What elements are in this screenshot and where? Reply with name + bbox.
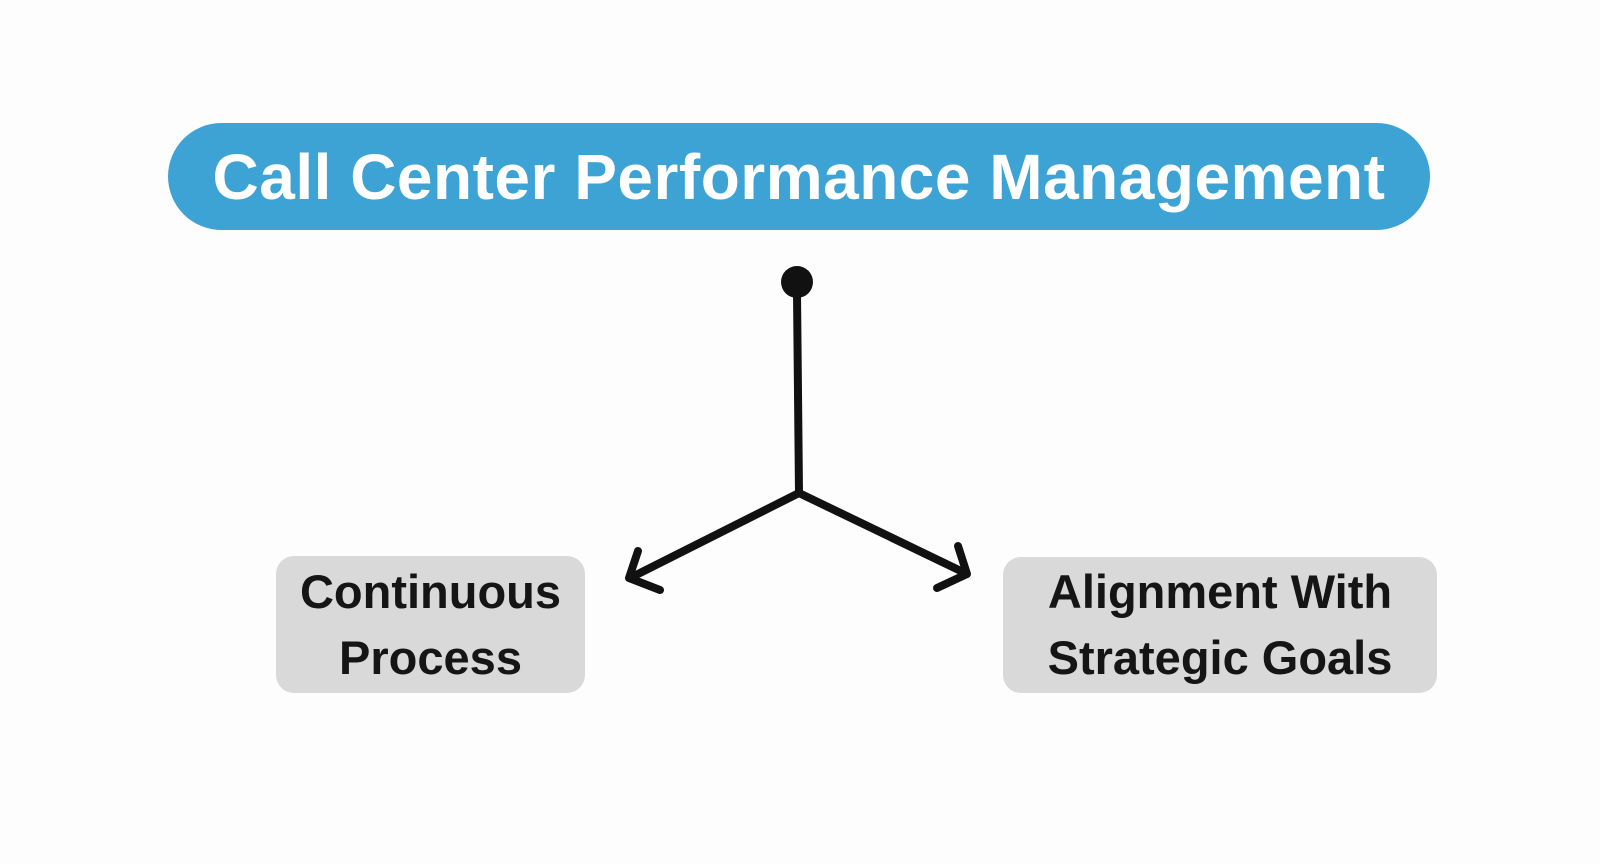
connector-branch-left xyxy=(628,489,803,581)
connector-stem-line xyxy=(793,289,803,497)
connector-branch-right xyxy=(795,489,969,577)
arrow-right-icon xyxy=(933,542,971,592)
title-node: Call Center Performance Management xyxy=(168,123,1430,230)
connector-dot-icon xyxy=(781,266,813,298)
arrow-left-icon xyxy=(625,547,664,594)
node-alignment-strategic-goals: Alignment With Strategic Goals xyxy=(1003,557,1437,693)
node-label: Continuous Process xyxy=(299,564,562,684)
diagram-title: Call Center Performance Management xyxy=(212,140,1386,213)
node-continuous-process: Continuous Process xyxy=(276,556,585,693)
node-label: Alignment With Strategic Goals xyxy=(1047,565,1393,684)
